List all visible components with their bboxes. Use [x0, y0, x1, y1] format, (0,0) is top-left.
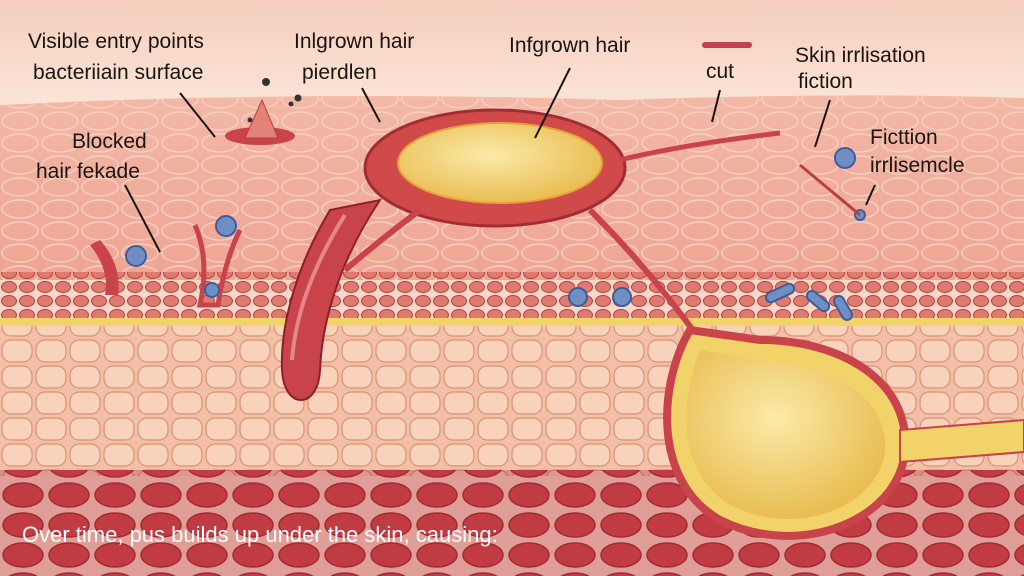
label-arrows: [124, 67, 876, 253]
label-ingrown-hair: Infgrown hair: [509, 34, 630, 57]
surface-background: [0, 0, 1024, 110]
bacteria: [125, 147, 866, 321]
cut-mark-icon: [702, 42, 752, 48]
lower-abscess: [663, 325, 1024, 540]
entry-point-bump: [225, 78, 302, 145]
upper-pus-pocket: [343, 108, 781, 342]
label-cut: cut: [706, 60, 734, 83]
hair-follicle: [280, 198, 383, 401]
caption: Over time, pus builds up under the skin,…: [22, 522, 498, 547]
friction-scratch: [799, 163, 861, 217]
blocked-follicle: [90, 240, 119, 295]
dermis-red-layer: [0, 272, 1024, 324]
